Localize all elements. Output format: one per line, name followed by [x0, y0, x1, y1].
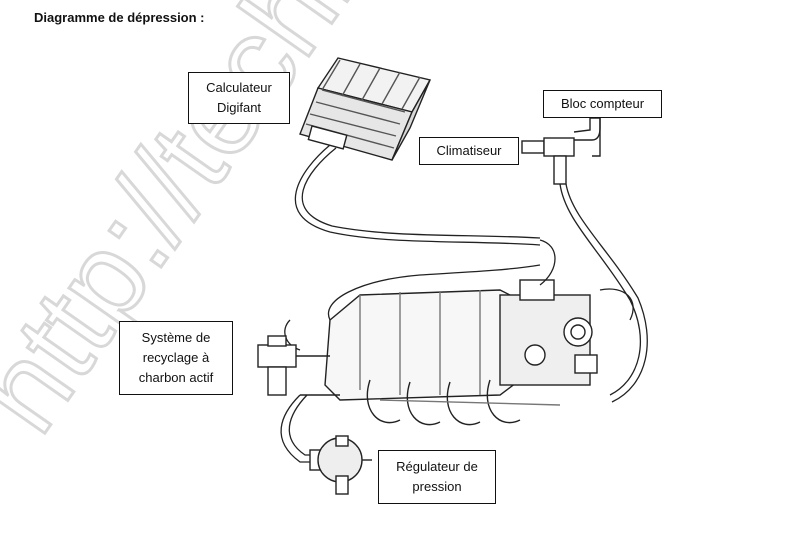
- label-bloc-compteur: Bloc compteur: [543, 90, 662, 118]
- canister-valve: [257, 319, 340, 396]
- tfitting-hose: [559, 183, 642, 396]
- throttle-body: [499, 239, 598, 386]
- label-climatiseur: Climatiseur: [419, 137, 519, 165]
- t-fitting: [521, 117, 601, 185]
- pressure-regulator: [280, 394, 372, 495]
- diagram-title: Diagramme de dépression :: [34, 10, 205, 25]
- label-regulateur-pression: Régulateur de pression: [378, 450, 496, 504]
- label-calculateur: Calculateur Digifant: [188, 72, 290, 124]
- ecu-hose: [294, 144, 541, 246]
- ecu-module: [299, 57, 432, 161]
- label-systeme-recyclage: Système de recyclage à charbon actif: [119, 321, 233, 395]
